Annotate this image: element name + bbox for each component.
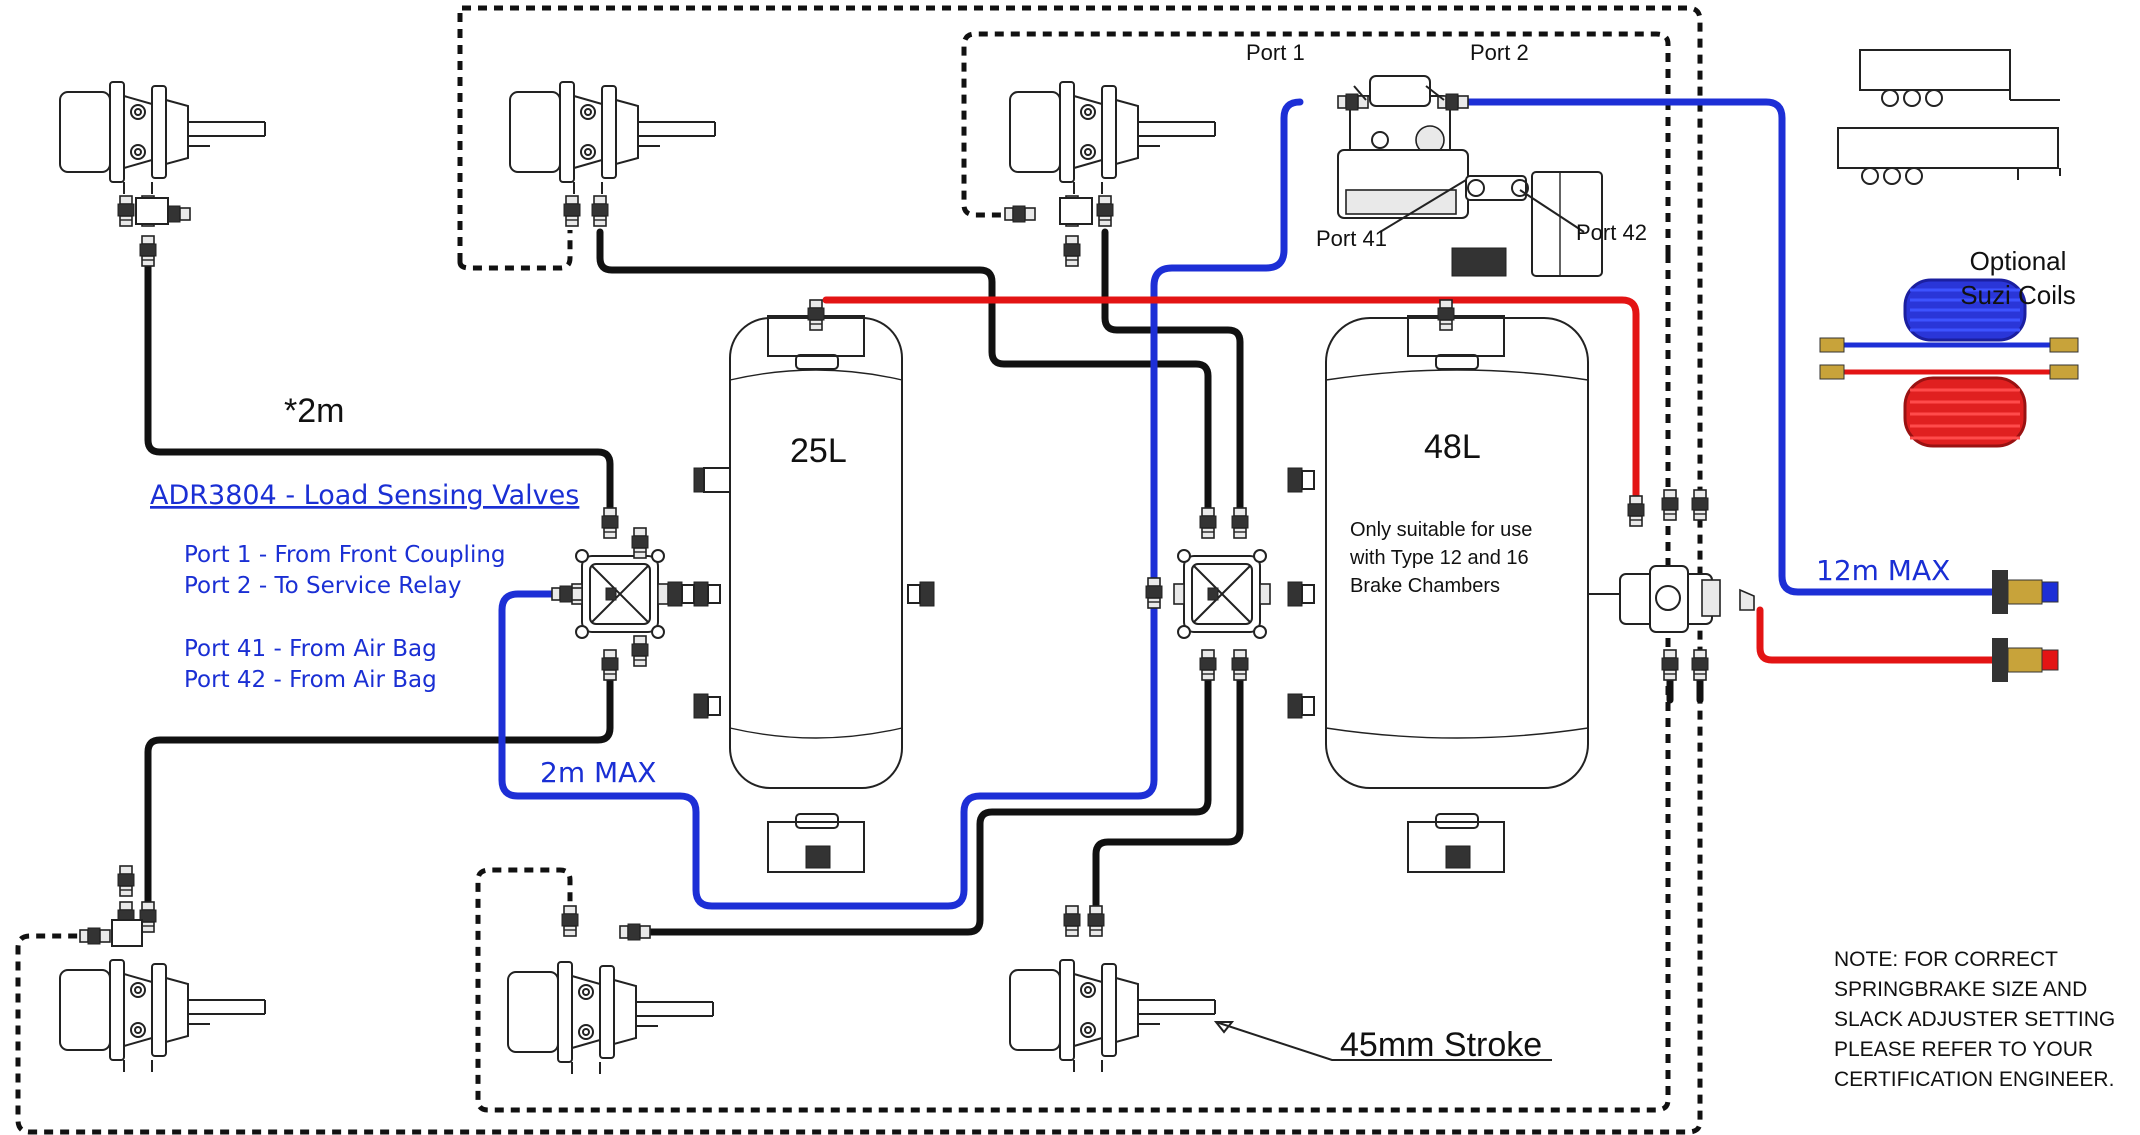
tank-25l: [693, 299, 935, 873]
load-sensing-valve-right: [1145, 507, 1271, 681]
tank-25l-label: 25L: [790, 432, 847, 470]
port42-label: Port 42: [1576, 220, 1647, 245]
chamber-bottom-left: [59, 959, 266, 1073]
tank48-note-line1: Only suitable for use: [1350, 519, 1532, 541]
legend-line-3: Port 41 - From Air Bag: [184, 636, 437, 662]
tank-48l-label: 48L: [1424, 428, 1481, 466]
black-line-left-upper: [144, 246, 614, 524]
stroke-leader: [1215, 1021, 1552, 1061]
black-line-left-lower: [144, 666, 614, 909]
port1-label: Port 1: [1246, 40, 1305, 65]
max-12m-label: 12m MAX: [1816, 554, 1950, 587]
legend-line-2: Port 2 - To Service Relay: [184, 573, 462, 599]
chamber-top-right: [1009, 81, 1216, 195]
note-line-2: SPRINGBRAKE SIZE AND: [1834, 978, 2087, 1001]
blue-line-to-coupling: [1456, 98, 2004, 596]
red-line-to-coupling: [1756, 606, 2004, 664]
note-line-4: PLEASE REFER TO YOUR: [1834, 1038, 2093, 1061]
coupling-blue: [1992, 570, 2059, 614]
black-line-mid-lower-a: [636, 666, 1212, 936]
chamber-top-mid: [509, 81, 716, 195]
black-line-mid-upper-a: [596, 228, 1212, 524]
load-sensing-valve-top: [1337, 75, 1603, 277]
dashed-left-stub: [457, 230, 573, 271]
chamber-bottom-mid: [507, 961, 714, 1075]
red-line-top: [822, 296, 1640, 514]
max-2m-label: 2m MAX: [540, 756, 656, 789]
tank48-note-line2: with Type 12 and 16: [1349, 547, 1529, 569]
tank48-note-line3: Brake Chambers: [1350, 575, 1500, 597]
note-line-1: NOTE: FOR CORRECT: [1834, 948, 2058, 971]
blue-line-top: [498, 98, 1304, 910]
tank-48l: [1287, 299, 1620, 873]
legend-line-1: Port 1 - From Front Coupling: [184, 542, 506, 568]
port41-label: Port 41: [1316, 226, 1387, 251]
length-2m-label: *2m: [284, 392, 344, 430]
optional-label: Optional: [1970, 246, 2067, 276]
black-line-mid-lower-b: [1092, 666, 1244, 924]
dashed-inner-loop: [961, 31, 1671, 254]
black-line-mid-upper-b: [1101, 228, 1244, 524]
coupling-red: [1992, 638, 2059, 682]
note-line-3: SLACK ADJUSTER SETTING: [1834, 1008, 2115, 1031]
stroke-label: 45mm Stroke: [1340, 1026, 1542, 1064]
chamber-bottom-right: [1009, 959, 1216, 1073]
legend-title[interactable]: ADR3804 - Load Sensing Valves: [150, 480, 579, 511]
relay-valve: [1619, 489, 1755, 681]
dashed-outer-loop: [15, 5, 1703, 1135]
chamber-top-left: [59, 81, 266, 195]
dashed-inner-loop-2: [475, 254, 1671, 1113]
suzi-coils-label: Suzi Coils: [1960, 280, 2076, 310]
legend-line-4: Port 42 - From Air Bag: [184, 667, 437, 693]
port2-label: Port 2: [1470, 40, 1529, 65]
trailer-icon: [1837, 49, 2061, 185]
chamber-fittings: [79, 195, 1114, 947]
load-sensing-valve-left: [551, 507, 695, 681]
suzi-coils: [1819, 278, 2079, 448]
note-line-5: CERTIFICATION ENGINEER.: [1834, 1068, 2114, 1091]
